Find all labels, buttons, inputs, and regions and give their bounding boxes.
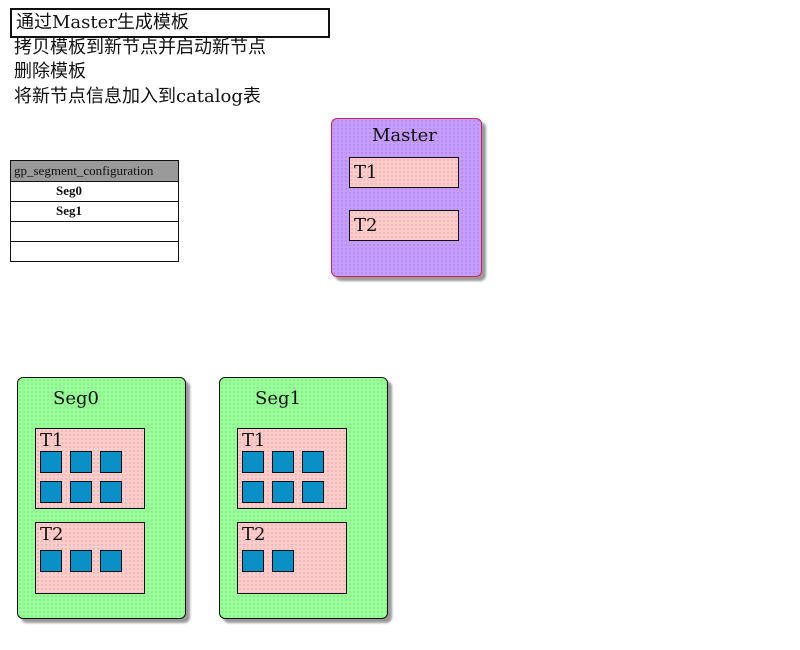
segment-table-t1: T1 [35, 428, 145, 509]
segment-seg0: Seg0 T1 T2 [17, 377, 186, 619]
data-blocks [40, 451, 122, 503]
table-name: T1 [40, 430, 64, 451]
step-4-update-catalog: 将新节点信息加入到catalog表 [14, 86, 261, 107]
data-block [70, 451, 92, 473]
segment-title: Seg1 [255, 388, 301, 409]
data-block [40, 451, 62, 473]
data-block [242, 550, 264, 572]
table-name: T1 [354, 162, 378, 183]
catalog-table-row: Seg1 [11, 202, 178, 222]
data-block [302, 451, 324, 473]
data-block [100, 451, 122, 473]
step-3-delete-template: 删除模板 [14, 61, 86, 82]
segment-table-t2: T2 [35, 522, 145, 594]
step-1-generate-template: 通过Master生成模板 [10, 8, 330, 38]
segment-seg1: Seg1 T1 T2 [219, 377, 388, 619]
table-name: T2 [354, 215, 378, 236]
data-block [100, 550, 122, 572]
data-block [70, 550, 92, 572]
data-block [272, 451, 294, 473]
data-blocks [242, 451, 324, 503]
master-table-t2: T2 [349, 210, 459, 241]
master-node: Master T1 T2 [331, 118, 482, 277]
catalog-table-header: gp_segment_configuration [11, 161, 178, 182]
segment-table-t1: T1 [237, 428, 347, 509]
data-block [242, 481, 264, 503]
data-block [40, 481, 62, 503]
data-block [100, 481, 122, 503]
data-blocks [40, 550, 122, 572]
table-name: T2 [242, 524, 266, 545]
data-blocks [242, 550, 324, 572]
segment-title: Seg0 [53, 388, 99, 409]
data-block [70, 481, 92, 503]
master-table-t1: T1 [349, 157, 459, 188]
data-block [40, 550, 62, 572]
catalog-table-row: Seg0 [11, 182, 178, 202]
data-block [302, 481, 324, 503]
catalog-table: gp_segment_configuration Seg0 Seg1 [10, 160, 179, 262]
table-name: T2 [40, 524, 64, 545]
step-2-copy-template: 拷贝模板到新节点并启动新节点 [14, 37, 266, 58]
data-block [272, 481, 294, 503]
catalog-table-row [11, 242, 178, 261]
catalog-table-row [11, 222, 178, 242]
master-title: Master [372, 125, 437, 146]
data-block [242, 451, 264, 473]
segment-table-t2: T2 [237, 522, 347, 594]
table-name: T1 [242, 430, 266, 451]
data-block [272, 550, 294, 572]
